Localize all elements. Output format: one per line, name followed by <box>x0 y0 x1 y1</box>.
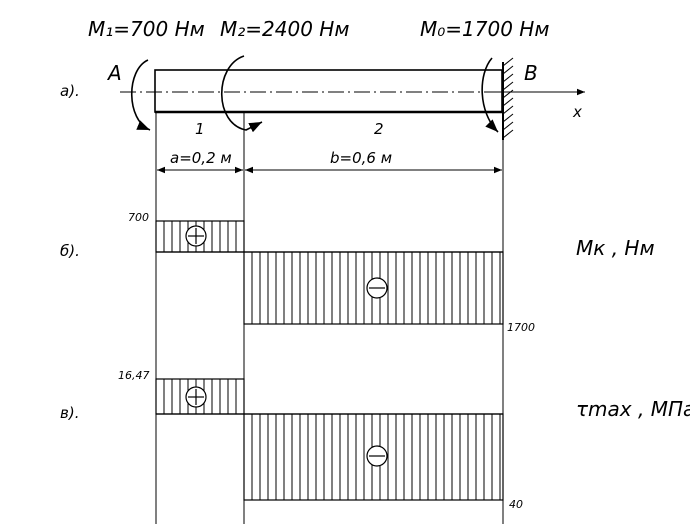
shaft-body <box>154 69 503 113</box>
section-1-label: 1 <box>195 120 205 138</box>
moment-m1-label: M₁=700 Нм <box>88 17 205 41</box>
moment-m2-arc-icon <box>220 55 263 133</box>
row-label-c: в). <box>60 404 79 422</box>
point-a-label: A <box>106 61 122 85</box>
moment-m0-arc-icon <box>481 57 499 133</box>
torque-left-value: 700 <box>128 211 149 224</box>
torque-right-value: 1700 <box>507 321 535 334</box>
torque-diagram-title: Mк , Нм <box>576 236 655 260</box>
point-b-label: B <box>524 61 538 85</box>
row-label-b: б). <box>60 242 80 260</box>
stress-diagram-title: τmax , МПа <box>576 397 690 421</box>
moment-m1-arc-icon <box>131 59 151 131</box>
moment-m2-label: M₂=2400 Нм <box>220 17 349 41</box>
x-axis-label: x <box>572 103 582 121</box>
stress-plus-sign-icon <box>185 386 207 408</box>
dimension-a-label: a=0,2 м <box>170 149 232 167</box>
torque-minus-sign-icon <box>366 277 388 299</box>
stress-right-value: 40 <box>509 498 523 511</box>
row-label-a: а). <box>60 82 80 100</box>
fixed-support-wall <box>502 57 514 140</box>
section-2-label: 2 <box>374 120 384 138</box>
moment-m0-label: M₀=1700 Нм <box>420 17 549 41</box>
torque-plus-sign-icon <box>185 225 207 247</box>
stress-minus-sign-icon <box>366 445 388 467</box>
dimension-b-label: b=0,6 м <box>330 149 392 167</box>
stress-left-value: 16,47 <box>118 369 150 382</box>
